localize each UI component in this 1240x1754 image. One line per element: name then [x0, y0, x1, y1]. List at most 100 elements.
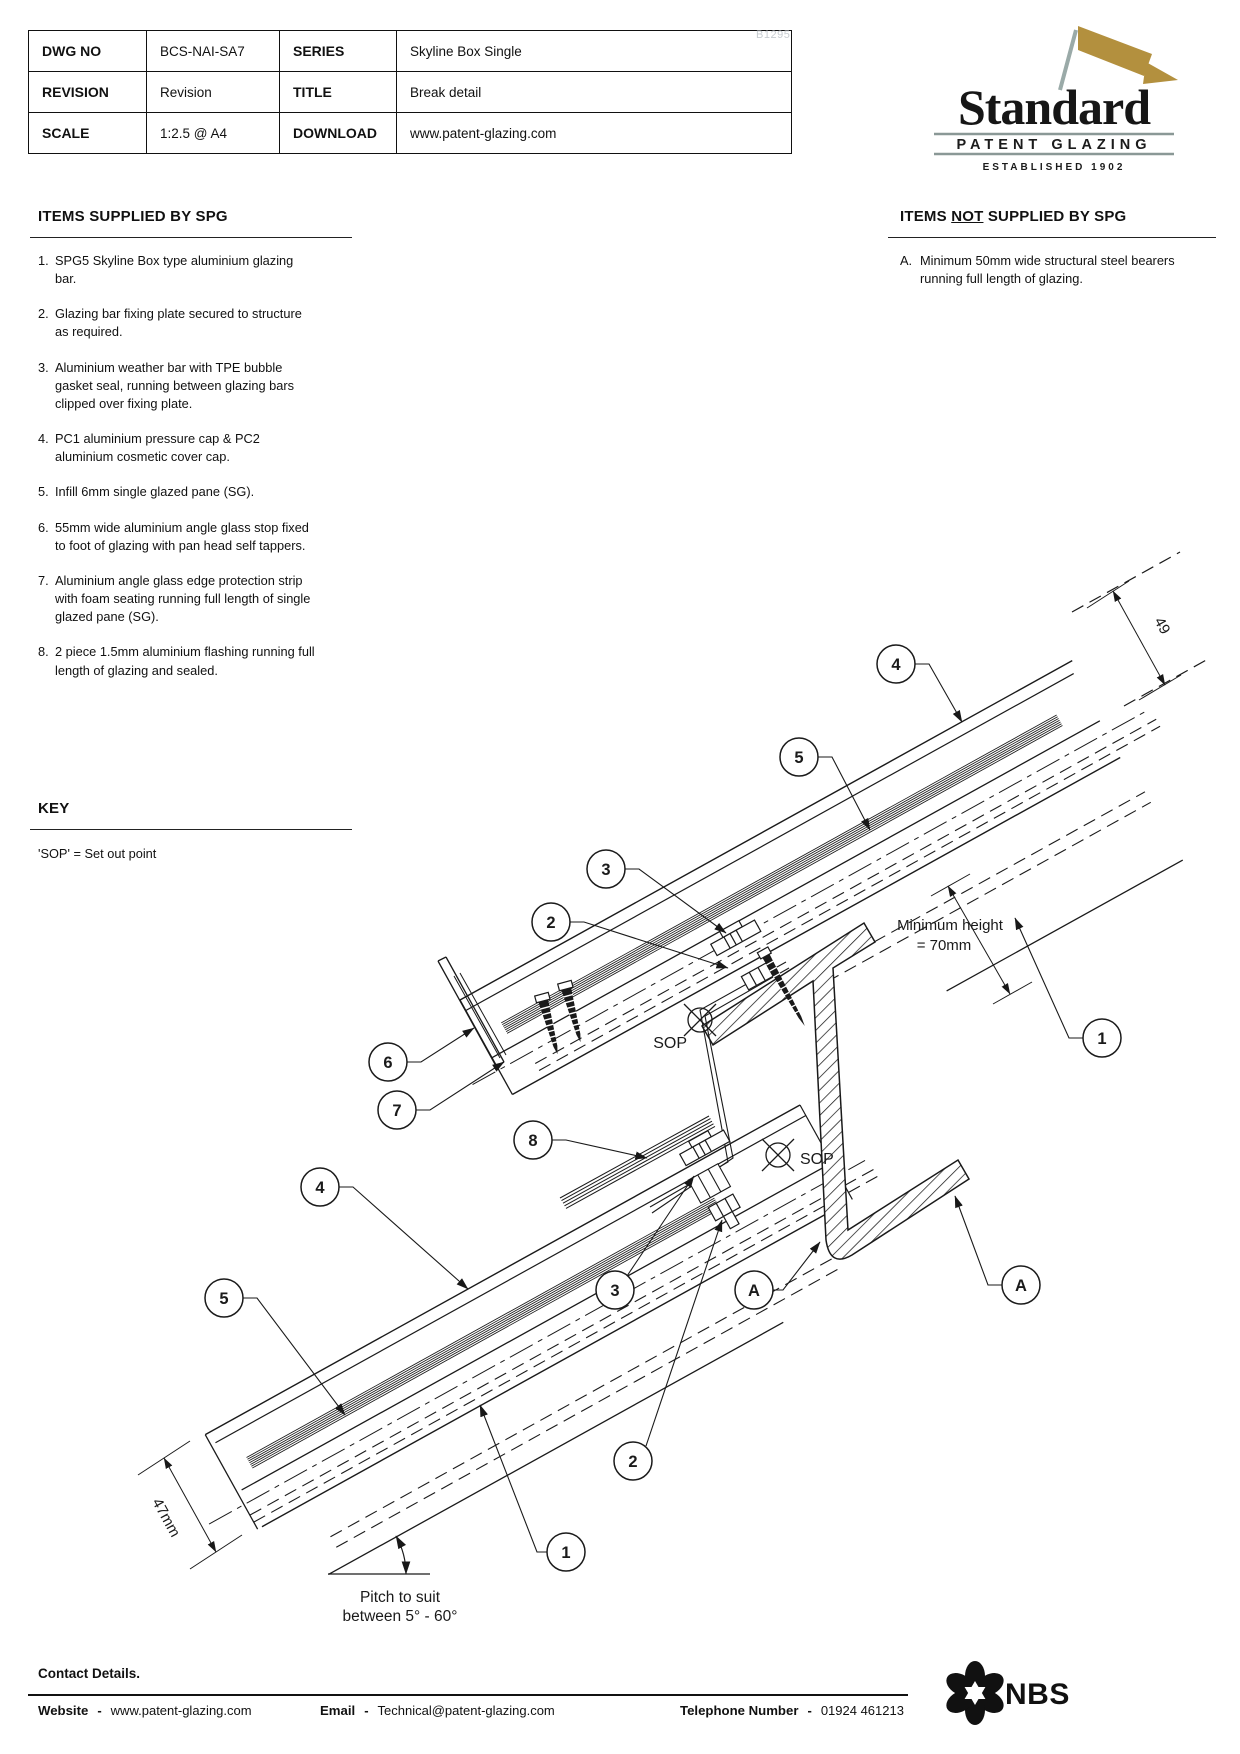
list-item: 6. 55mm wide aluminium angle glass stop f… — [30, 519, 352, 555]
glass-pane-upper — [501, 714, 1063, 1034]
balloon-3-lower: 3 — [595, 1270, 635, 1310]
items-not-supplied-heading: ITEMS NOT SUPPLIED BY SPG — [888, 208, 1216, 238]
phone-label: Telephone Number — [680, 1703, 799, 1718]
website-label: Website — [38, 1703, 89, 1718]
min-height-text-1: Minimum height — [897, 917, 1004, 934]
item-number: 6. — [38, 519, 49, 535]
email-value: Technical@patent-glazing.com — [377, 1703, 555, 1718]
footer-website: Website-www.patent-glazing.com — [38, 1703, 252, 1718]
svg-text:2: 2 — [546, 914, 555, 932]
scale-value: 1:2.5 @ A4 — [146, 112, 280, 154]
min-height-text-2: = 70mm — [917, 937, 972, 954]
svg-text:6: 6 — [383, 1054, 392, 1072]
heading-part: SUPPLIED BY SPG — [983, 208, 1127, 225]
item-text: 55mm wide aluminium angle glass stop fix… — [55, 519, 309, 553]
separator: - — [807, 1703, 812, 1718]
glass-stop — [437, 956, 507, 1067]
svg-text:8: 8 — [528, 1132, 537, 1150]
download-label: DOWNLOAD — [279, 112, 397, 154]
flag-mast — [1058, 29, 1078, 91]
logo-name: Standard — [958, 79, 1151, 135]
steel-bearer — [700, 921, 971, 1260]
sop-marker-lower — [761, 1138, 795, 1172]
phone-value: 01924 461213 — [820, 1703, 904, 1718]
series-label: SERIES — [279, 30, 397, 72]
balloon-7: 7 — [377, 1090, 417, 1130]
flag-tail-icon — [1143, 62, 1178, 84]
balloon-1-lower: 1 — [546, 1532, 586, 1572]
svg-text:3: 3 — [601, 861, 610, 879]
list-item: 4. PC1 aluminium pressure cap & PC2 alumi… — [30, 430, 352, 466]
series-value: Skyline Box Single — [396, 30, 792, 72]
weather-bar-upper — [709, 919, 762, 957]
balloon-1-upper: 1 — [1082, 1018, 1122, 1058]
item-text: SPG5 Skyline Box type aluminium glazing … — [55, 253, 294, 287]
balloon-4-upper: 4 — [876, 644, 916, 684]
sop-label-lower: SOP — [800, 1151, 834, 1168]
balloon-a-right: A — [1001, 1265, 1041, 1305]
list-item: 3. Aluminium weather bar with TPE bubble … — [30, 359, 352, 413]
key-entry: 'SOP' = Set out point — [38, 846, 157, 861]
pitch-indicator — [328, 1535, 430, 1575]
balloon-a-left: A — [734, 1270, 774, 1310]
sop-label-upper: SOP — [653, 1035, 687, 1052]
revision-value: Revision — [146, 71, 280, 113]
item-number: 4. — [38, 431, 49, 447]
callout-balloons: 4 5 3 2 6 7 8 1 4 5 3 A A 2 1 — [204, 644, 1122, 1572]
balloon-4-lower: 4 — [300, 1167, 340, 1207]
heading-not: NOT — [951, 208, 984, 225]
dim-47 — [137, 1440, 243, 1570]
item-text: Infill 6mm single glazed pane (SG). — [55, 484, 255, 500]
list-item: 1. SPG5 Skyline Box type aluminium glazin… — [30, 252, 352, 288]
list-item: 5. Infill 6mm single glazed pane (SG). — [30, 483, 352, 501]
svg-text:A: A — [1015, 1277, 1027, 1295]
svg-text:5: 5 — [219, 1290, 228, 1308]
flag-icon — [1078, 26, 1152, 76]
item-number: 3. — [38, 359, 49, 375]
items-supplied-heading: ITEMS SUPPLIED BY SPG — [30, 208, 352, 238]
item-number: 8. — [38, 644, 49, 660]
list-item: 2.Glazing bar fixing plate secured to st… — [30, 305, 352, 341]
sop-marker-upper — [683, 1003, 717, 1037]
email-label: Email — [320, 1703, 356, 1718]
item-text: Glazing bar fixing plate secured to stru… — [55, 306, 302, 340]
footer-email: Email-Technical@patent-glazing.com — [320, 1703, 555, 1718]
svg-text:4: 4 — [891, 656, 901, 674]
bolt-lower — [707, 1193, 741, 1230]
item-number: 7. — [38, 572, 49, 588]
upper-glazing-run — [459, 660, 1184, 1096]
break-detail-drawing: SOP SOP 49 47mm — [137, 551, 1209, 1625]
logo-established: ESTABLISHED 1902 — [983, 162, 1126, 173]
item-text: Aluminium weather bar with TPE bubble ga… — [55, 359, 295, 411]
contact-details-heading: Contact Details. — [38, 1666, 141, 1681]
items-supplied-section: ITEMS SUPPLIED BY SPG 1. SPG5 Skyline Box… — [30, 208, 352, 697]
balloon-2-lower: 2 — [613, 1441, 653, 1481]
dim-49-text: 49 — [1150, 614, 1173, 637]
title-block: DWG NO BCS-NAI-SA7 SERIES Skyline Box Si… — [28, 30, 792, 154]
list-item: 7. Aluminium angle glass edge protection … — [30, 572, 352, 626]
separator: - — [364, 1703, 369, 1718]
svg-text:3: 3 — [610, 1282, 619, 1300]
balloon-2-upper: 2 — [531, 902, 571, 942]
dim-min-height — [930, 873, 1033, 1005]
nbs-logo: NBS — [946, 1661, 1069, 1725]
watermark: B1295 — [756, 29, 791, 41]
svg-text:1: 1 — [561, 1544, 570, 1562]
item-number: 5. — [38, 484, 49, 500]
balloon-8: 8 — [513, 1120, 553, 1160]
separator: - — [97, 1703, 102, 1718]
glass-pane-lower — [246, 1197, 721, 1469]
item-text: Aluminium angle glass edge protection st… — [55, 572, 311, 625]
pitch-text-1: Pitch to suit — [360, 1589, 441, 1606]
balloon-3-upper: 3 — [586, 849, 626, 889]
title-label: TITLE — [279, 71, 397, 113]
item-text: PC1 aluminium pressure cap & PC2 alumini… — [55, 431, 260, 465]
item-text: 2 piece 1.5mm aluminium flashing running… — [55, 644, 315, 678]
svg-text:4: 4 — [315, 1179, 325, 1197]
list-item: 8. 2 piece 1.5mm aluminium flashing runni… — [30, 643, 352, 679]
bolt-upper — [740, 962, 774, 991]
svg-text:1: 1 — [1097, 1030, 1106, 1048]
item-number: 1. — [38, 253, 49, 268]
list-item: A.Minimum 50mm wide structural steel bea… — [888, 252, 1216, 288]
